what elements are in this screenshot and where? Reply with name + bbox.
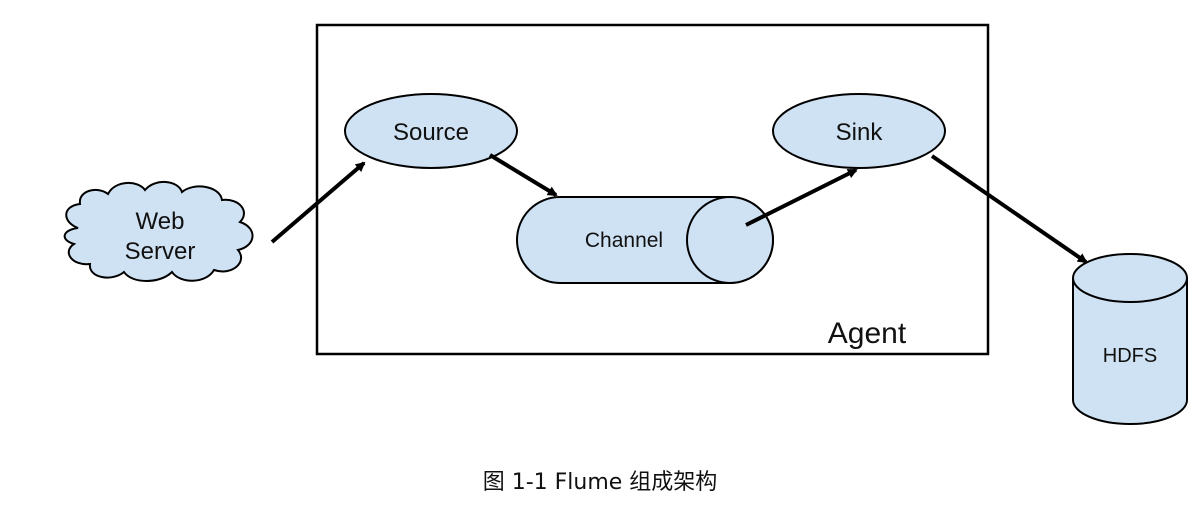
arrow-webserver-to-source: [270, 161, 366, 244]
channel-end-cap: [686, 196, 774, 284]
channel-label: Channel: [585, 229, 663, 252]
arrow-channel-to-sink: [745, 168, 858, 227]
web-server-label-line2: Server: [125, 238, 196, 265]
hdfs-node: HDFS: [1072, 253, 1188, 425]
hdfs-top-cap: [1072, 253, 1188, 303]
agent-box: [315, 23, 990, 356]
arrow-source-to-channel: [488, 153, 558, 197]
sink-ellipse: [772, 93, 946, 169]
cloud-shape: [63, 181, 254, 282]
web-server-cloud: Web Server: [63, 181, 254, 282]
sink-node: Sink: [772, 93, 946, 169]
arrow-sink-to-hdfs: [930, 154, 1088, 264]
sink-label: Sink: [836, 119, 884, 146]
source-label: Source: [393, 119, 469, 146]
source-ellipse: [344, 93, 518, 169]
agent-label: Agent: [828, 317, 907, 350]
hdfs-body: [1072, 278, 1188, 425]
channel-node: Channel: [516, 196, 774, 284]
hdfs-label: HDFS: [1103, 345, 1157, 367]
source-node: Source: [344, 93, 518, 169]
figure-caption: 图 1-1 Flume 组成架构: [482, 470, 718, 495]
web-server-label-line1: Web: [136, 208, 185, 235]
